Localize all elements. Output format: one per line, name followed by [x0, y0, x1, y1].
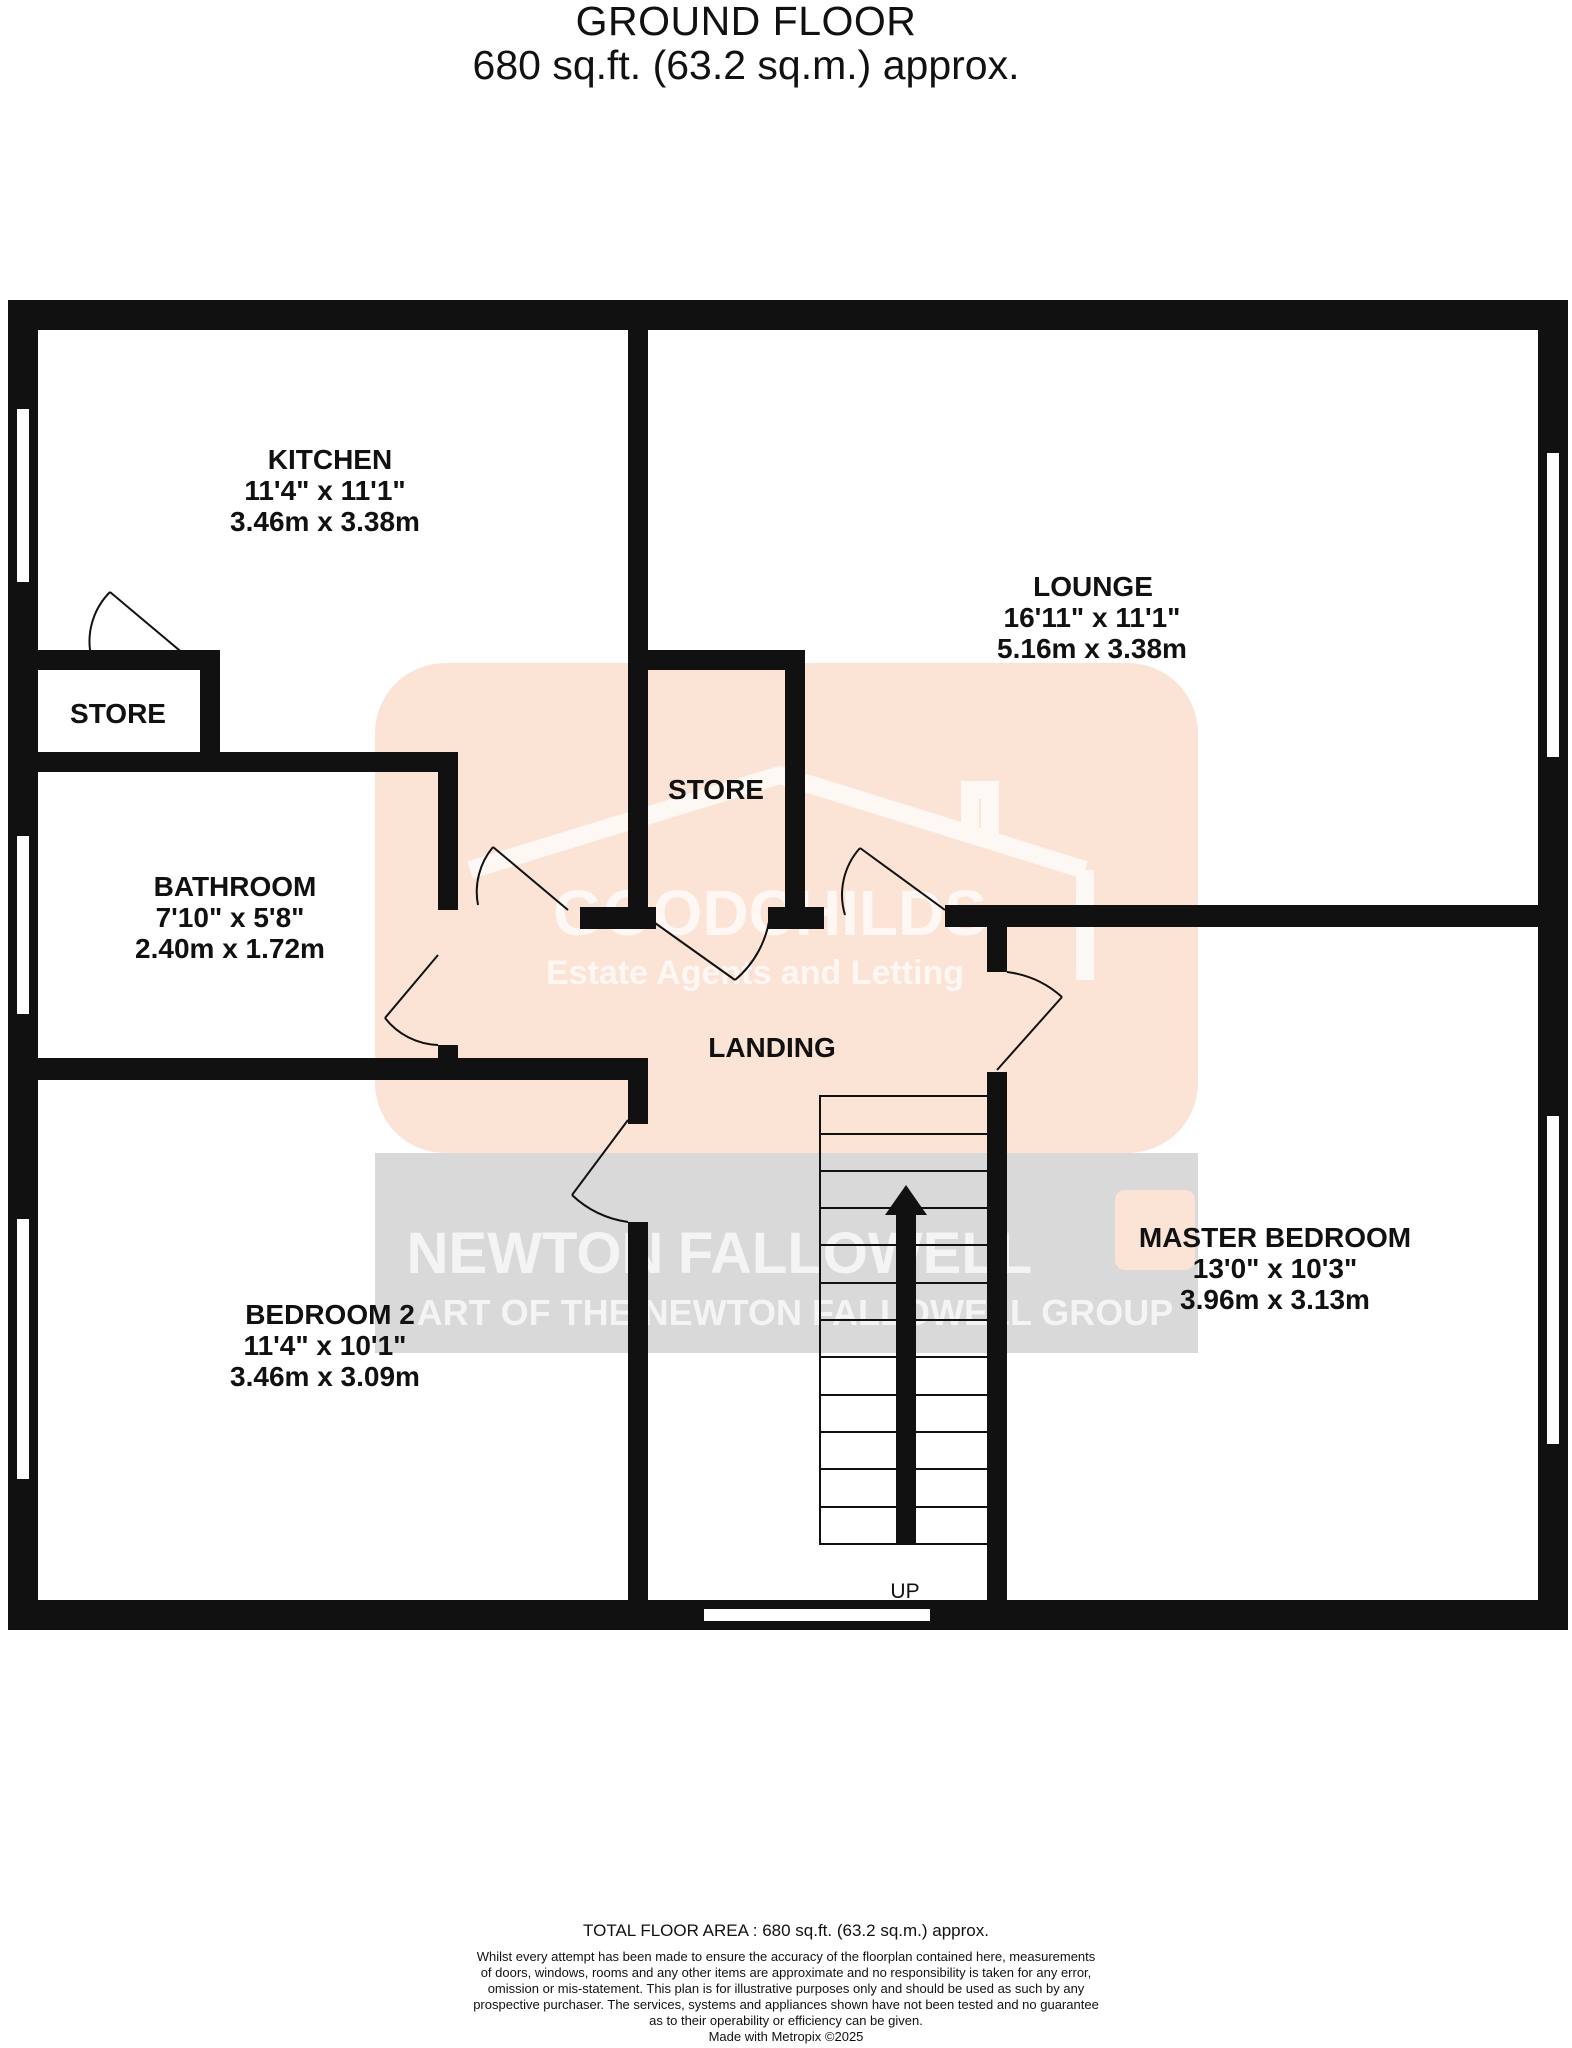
disclaimer-line: prospective purchaser. The services, sys… — [473, 1997, 1099, 2012]
room-bedroom-2-name: BEDROOM 2 — [245, 1299, 415, 1330]
floor-title: GROUND FLOOR — [575, 0, 917, 44]
watermark-brand-2-bold: NEWTON — [407, 1221, 664, 1286]
window-landing — [702, 1607, 932, 1623]
watermark-brand-1-tagline: Estate Agents and Letting — [546, 954, 964, 992]
stairs-up-label: UP — [890, 1580, 919, 1603]
room-landing-name: LANDING — [708, 1032, 836, 1063]
room-bathroom: BATHROOM 7'10" x 5'8" 2.40m x 1.72m — [135, 871, 325, 964]
stairs-up-arrow-icon — [885, 1185, 927, 1544]
room-store-1-name: STORE — [70, 698, 166, 729]
room-kitchen-imperial: 11'4" x 11'1" — [244, 475, 405, 506]
watermark-brand-2-light: FALLOWELL — [678, 1221, 1032, 1286]
window-bedroom-2 — [15, 1217, 31, 1481]
watermark-grey-panel — [375, 1153, 1198, 1353]
window-master-bedroom — [1545, 1114, 1561, 1446]
disclaimer: Whilst every attempt has been made to en… — [0, 1949, 1572, 2045]
disclaimer-made-with: Made with Metropix ©2025 — [708, 2029, 864, 2044]
room-store-2-name: STORE — [668, 774, 764, 805]
room-kitchen-name: KITCHEN — [268, 444, 392, 475]
room-bedroom-2-metric: 3.46m x 3.09m — [230, 1361, 420, 1392]
disclaimer-line: omission or mis-statement. This plan is … — [487, 1981, 1085, 1996]
total-floor-area: TOTAL FLOOR AREA : 680 sq.ft. (63.2 sq.m… — [583, 1921, 989, 1940]
disclaimer-line: Whilst every attempt has been made to en… — [476, 1949, 1096, 1964]
floor-area: 680 sq.ft. (63.2 sq.m.) approx. — [472, 42, 1020, 88]
watermark-brand-2-tagline: ART OF THE NEWTON FALLOWELL GROUP — [417, 1292, 1174, 1333]
room-bathroom-imperial: 7'10" x 5'8" — [156, 902, 305, 933]
room-master-bedroom: MASTER BEDROOM 13'0" x 10'3" 3.96m x 3.1… — [1139, 1222, 1411, 1315]
disclaimer-line: of doors, windows, rooms and any other i… — [480, 1965, 1092, 1980]
watermark-badge — [1115, 1190, 1195, 1270]
room-bedroom-2-imperial: 11'4" x 10'1" — [244, 1330, 407, 1361]
doors — [88, 591, 1063, 1223]
window-lounge — [1545, 451, 1561, 759]
room-kitchen-metric: 3.46m x 3.38m — [230, 506, 420, 537]
room-master-bedroom-metric: 3.96m x 3.13m — [1180, 1284, 1370, 1315]
room-bedroom-2: BEDROOM 2 11'4" x 10'1" 3.46m x 3.09m — [230, 1299, 420, 1392]
room-lounge-name: LOUNGE — [1033, 571, 1153, 602]
window-bathroom — [15, 834, 31, 1016]
room-kitchen: KITCHEN 11'4" x 11'1" 3.46m x 3.38m — [230, 444, 420, 537]
window-kitchen — [15, 407, 31, 584]
room-master-bedroom-name: MASTER BEDROOM — [1139, 1222, 1411, 1253]
room-bathroom-metric: 2.40m x 1.72m — [135, 933, 325, 964]
room-bathroom-name: BATHROOM — [154, 871, 317, 902]
room-lounge-imperial: 16'11" x 11'1" — [1004, 602, 1181, 633]
room-lounge-metric: 5.16m x 3.38m — [997, 633, 1187, 664]
room-master-bedroom-imperial: 13'0" x 10'3" — [1193, 1253, 1357, 1284]
room-lounge: LOUNGE 16'11" x 11'1" 5.16m x 3.38m — [997, 571, 1187, 664]
windows — [15, 407, 1561, 1623]
disclaimer-line: as to their operability or efficiency ca… — [649, 2013, 923, 2028]
